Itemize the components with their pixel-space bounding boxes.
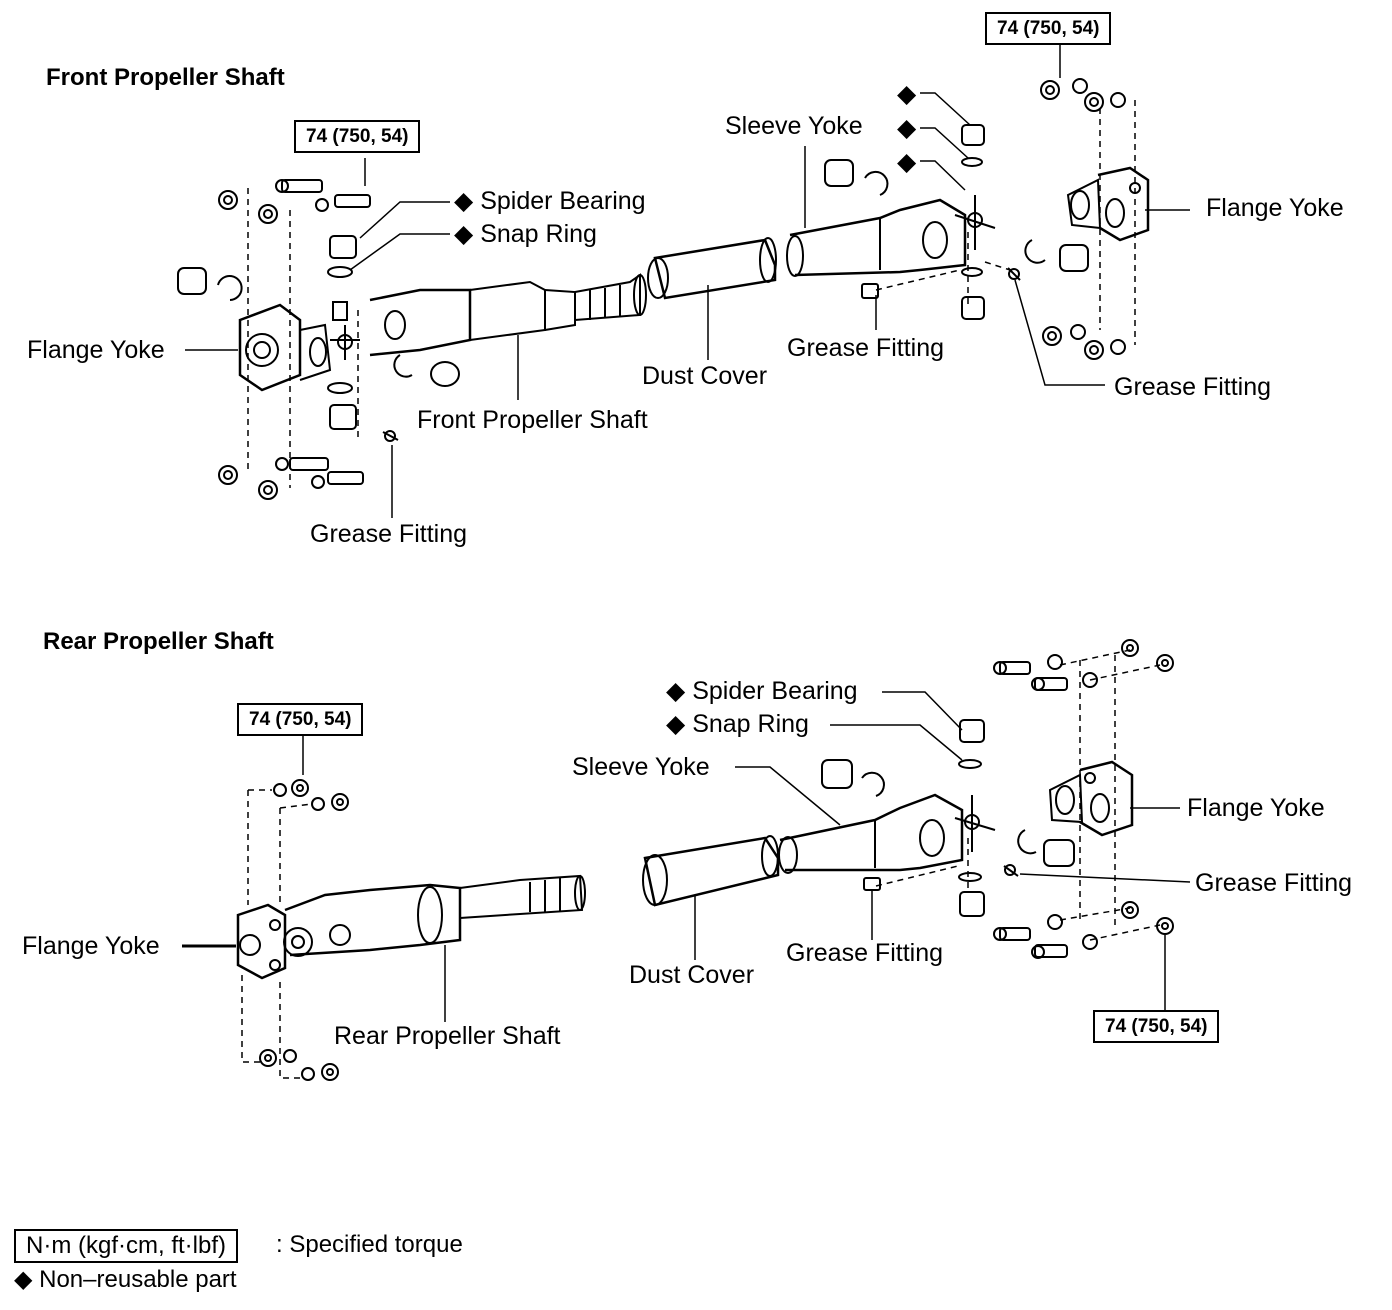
rear-right-bolts xyxy=(993,639,1174,959)
rear-right-dashed-guides xyxy=(875,649,1161,941)
rear-left-nuts xyxy=(259,779,349,1081)
non-reusable-diamond-icon: ◆ xyxy=(897,148,917,176)
front-left-spider xyxy=(177,235,399,442)
front-right-flange-yoke xyxy=(1066,166,1150,242)
legend-torque-units-box: N·m (kgf·cm, ft·lbf) xyxy=(14,1229,238,1263)
non-reusable-diamond-icon: ◆ xyxy=(666,677,686,705)
rear-right-spider xyxy=(821,719,1075,917)
rear-dust-cover xyxy=(642,835,780,907)
rear-right-flange-yoke xyxy=(1048,760,1134,837)
front-right-torque-box: 74 (750, 54) xyxy=(985,12,1112,45)
rear-left-dashed-guides xyxy=(241,789,313,1079)
rear-right-torque-box: 74 (750, 54) xyxy=(1093,1010,1220,1043)
rear-leader-lines xyxy=(182,691,1191,1022)
non-reusable-diamond-icon: ◆ xyxy=(454,220,474,248)
front-section-title: Front Propeller Shaft xyxy=(46,64,285,91)
front-leader-lines xyxy=(185,44,1190,518)
front-flange-yoke-left-label: Flange Yoke xyxy=(27,336,165,364)
rear-shaft-body xyxy=(283,874,586,957)
non-reusable-diamond-icon: ◆ xyxy=(897,80,917,108)
rear-sleeve-yoke xyxy=(778,793,964,874)
front-left-dashed-guides xyxy=(247,188,359,488)
rear-propeller-shaft-label: Rear Propeller Shaft xyxy=(334,1022,561,1050)
front-spider-bearing-label: ◆ Spider Bearing xyxy=(454,187,646,215)
rear-flange-yoke-right-label: Flange Yoke xyxy=(1187,794,1325,822)
front-right-nuts xyxy=(1040,78,1126,360)
front-grease-fitting-left-label: Grease Fitting xyxy=(310,520,468,548)
front-flange-yoke-right-label: Flange Yoke xyxy=(1206,194,1344,222)
front-propeller-shaft-label: Front Propeller Shaft xyxy=(417,406,648,434)
front-dust-cover xyxy=(647,237,777,300)
front-dust-cover-label: Dust Cover xyxy=(642,362,768,390)
rear-grease-fitting-mid-label: Grease Fitting xyxy=(786,939,944,967)
rear-flange-yoke-left-label: Flange Yoke xyxy=(22,932,160,960)
rear-snap-ring-label: ◆ Snap Ring xyxy=(666,710,809,738)
rear-grease-fitting-right-label: Grease Fitting xyxy=(1195,869,1353,897)
legend-torque-description: : Specified torque xyxy=(276,1231,463,1258)
front-left-flange-yoke xyxy=(238,303,332,392)
non-reusable-diamond-icon: ◆ xyxy=(454,187,474,215)
rear-left-torque-box: 74 (750, 54) xyxy=(237,703,364,736)
front-grease-fitting-right-label: Grease Fitting xyxy=(1114,373,1272,401)
rear-dust-cover-label: Dust Cover xyxy=(629,961,755,989)
front-sleeve-yoke xyxy=(786,198,967,277)
front-shaft-body xyxy=(369,273,647,387)
front-grease-fitting-mid-label: Grease Fitting xyxy=(787,334,945,362)
legend-non-reusable: ◆ Non–reusable part xyxy=(14,1266,237,1293)
rear-left-flange-yoke xyxy=(236,903,287,980)
rear-section-title: Rear Propeller Shaft xyxy=(43,628,274,655)
non-reusable-diamond-icon: ◆ xyxy=(897,114,917,142)
front-snap-ring-label: ◆ Snap Ring xyxy=(454,220,597,248)
rear-sleeve-yoke-label: Sleeve Yoke xyxy=(572,753,710,781)
front-left-torque-box: 74 (750, 54) xyxy=(294,120,421,153)
non-reusable-diamond-icon: ◆ xyxy=(666,710,686,738)
rear-spider-bearing-label: ◆ Spider Bearing xyxy=(666,677,858,705)
front-sleeve-yoke-label: Sleeve Yoke xyxy=(725,112,863,140)
front-left-bolts xyxy=(218,179,371,500)
front-right-spider xyxy=(824,124,1089,320)
